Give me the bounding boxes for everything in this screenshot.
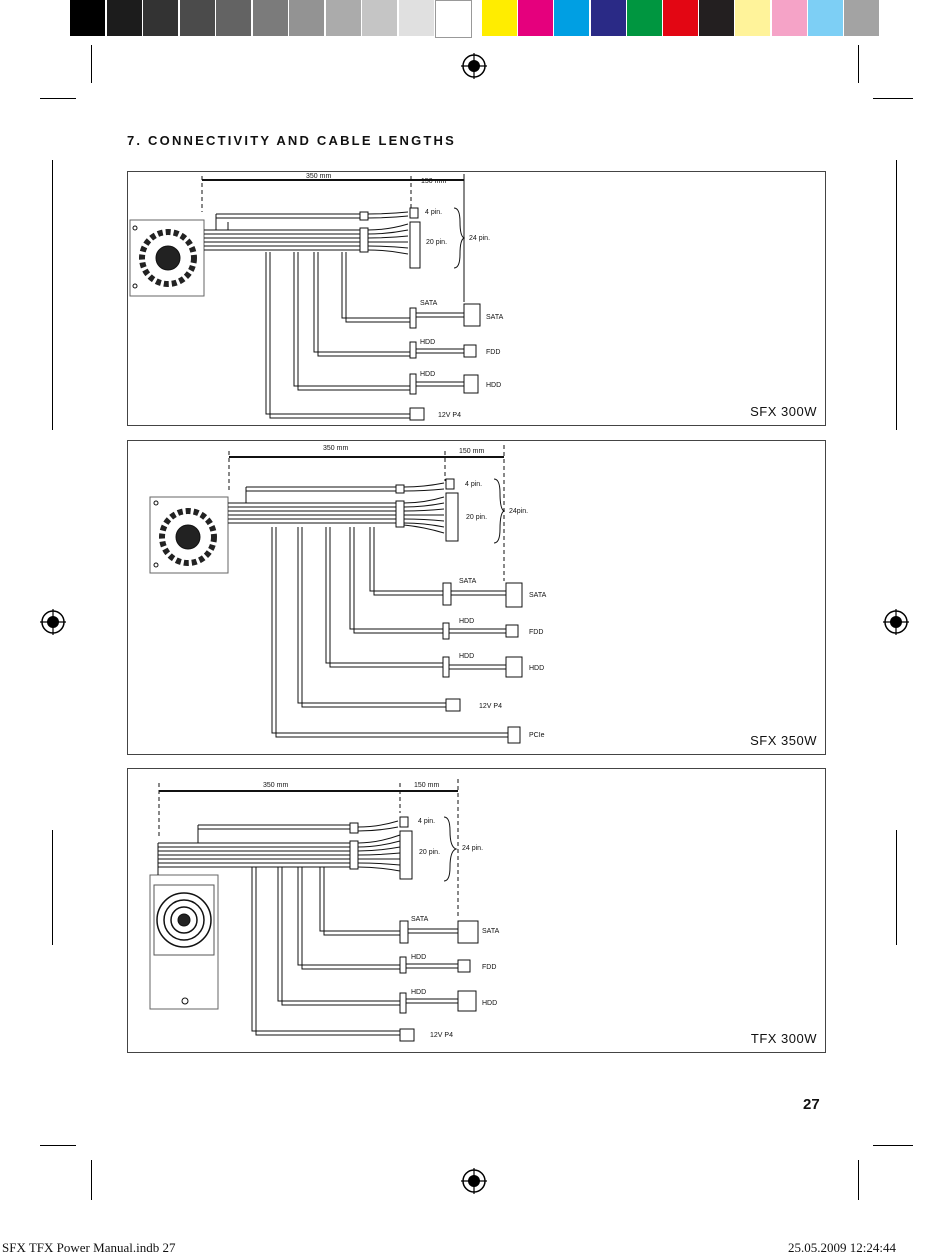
connector-label: SATA <box>459 578 477 585</box>
page-number: 27 <box>803 1096 820 1113</box>
gray-swatch <box>216 0 251 36</box>
registration-mark-icon <box>40 609 66 635</box>
connector-label: HDD <box>529 665 544 672</box>
connector-label: HDD <box>411 989 426 996</box>
connector-label: FDD <box>529 629 543 636</box>
registration-mark-icon <box>883 609 909 635</box>
gray-swatch <box>362 0 397 36</box>
dimension-label: 150 mm <box>421 178 446 185</box>
diagram-panel-sfx-350w: 350 mm 150 mm 4 pin. 20 pin. 24pin. SATA… <box>127 440 826 755</box>
gray-swatch <box>179 0 215 36</box>
connector-label: FDD <box>486 349 500 356</box>
dimension-label: 350 mm <box>263 782 288 789</box>
cable-diagram: 350 mm 150 mm 4 pin. 20 pin. 24 pin. SAT… <box>129 173 504 421</box>
crop-mark <box>40 1145 76 1146</box>
print-slug-date: 25.05.2009 12:24:44 <box>788 1240 896 1255</box>
gray-swatch <box>252 0 288 36</box>
dimension-label: 350 mm <box>323 445 348 452</box>
connector-label: PCIe <box>529 732 545 739</box>
diagram-panel-sfx-300w: 350 mm 150 mm 4 pin. 20 pin. 24 pin. SAT… <box>127 171 826 426</box>
connector-label: 20 pin. <box>419 849 440 856</box>
connector-label: 24 pin. <box>462 845 483 852</box>
color-swatch <box>699 0 735 36</box>
gray-swatch <box>70 0 105 36</box>
color-swatch <box>735 0 771 36</box>
connector-label: 20 pin. <box>426 239 447 246</box>
fold-mark <box>52 830 53 945</box>
model-label: SFX 300W <box>750 404 817 419</box>
color-swatch <box>626 0 662 36</box>
connector-label: SATA <box>529 592 547 599</box>
crop-mark <box>858 1160 859 1200</box>
connector-label: HDD <box>482 1000 497 1007</box>
crop-mark <box>858 45 859 83</box>
fold-mark <box>896 830 897 945</box>
crop-mark <box>91 1160 92 1200</box>
crop-mark <box>873 1145 913 1146</box>
connector-label: 4 pin. <box>465 481 482 488</box>
crop-mark <box>40 98 76 99</box>
crop-mark <box>91 45 92 83</box>
section-title: 7. CONNECTIVITY AND CABLE LENGTHS <box>127 133 457 148</box>
connector-label: 24 pin. <box>469 235 490 242</box>
color-swatch <box>554 0 590 36</box>
connector-label: HDD <box>411 954 426 961</box>
gray-swatch <box>435 0 472 38</box>
connector-label: 12V P4 <box>430 1032 453 1039</box>
connector-label: 4 pin. <box>425 209 442 216</box>
color-swatch <box>771 0 807 36</box>
connector-label: FDD <box>482 964 496 971</box>
connector-label: HDD <box>486 382 501 389</box>
model-label: SFX 350W <box>750 733 817 748</box>
cable-diagram: 350 mm 150 mm 4 pin. 20 pin. 24 pin. SAT… <box>149 779 500 1042</box>
color-swatch <box>844 0 879 36</box>
registration-mark-icon <box>461 1168 487 1194</box>
color-swatch <box>482 0 517 36</box>
gray-swatch <box>143 0 178 36</box>
gray-swatch <box>106 0 142 36</box>
fold-mark <box>52 160 53 430</box>
dimension-label: 150 mm <box>459 448 484 455</box>
print-slug-file: SFX TFX Power Manual.indb 27 <box>2 1240 176 1255</box>
connector-label: HDD <box>420 339 435 346</box>
connector-label: 24pin. <box>509 508 528 515</box>
color-swatch <box>590 0 626 36</box>
connector-label: HDD <box>459 653 474 660</box>
connector-label: 12V P4 <box>479 703 502 710</box>
dimension-label: 150 mm <box>414 782 439 789</box>
color-swatch <box>807 0 843 36</box>
gray-swatch <box>289 0 324 36</box>
model-label: TFX 300W <box>750 1031 817 1046</box>
connector-label: SATA <box>486 314 504 321</box>
connector-label: 4 pin. <box>418 818 435 825</box>
connector-label: HDD <box>420 371 435 378</box>
connector-label: SATA <box>411 916 429 923</box>
connector-label: 20 pin. <box>466 514 487 521</box>
connector-label: 12V P4 <box>438 412 461 419</box>
connector-label: SATA <box>420 300 438 307</box>
dimension-label: 350 mm <box>306 173 331 180</box>
diagram-panel-tfx-300w: 350 mm 150 mm 4 pin. 20 pin. 24 pin. SAT… <box>127 768 826 1053</box>
registration-mark-icon <box>461 53 487 79</box>
connector-label: SATA <box>482 928 500 935</box>
crop-mark <box>873 98 913 99</box>
fold-mark <box>896 160 897 430</box>
color-swatch <box>518 0 554 36</box>
cable-diagram: 350 mm 150 mm 4 pin. 20 pin. 24pin. SATA… <box>149 445 547 744</box>
connector-label: HDD <box>459 618 474 625</box>
gray-swatch <box>398 0 434 36</box>
color-swatch <box>663 0 698 36</box>
gray-swatch <box>325 0 361 36</box>
